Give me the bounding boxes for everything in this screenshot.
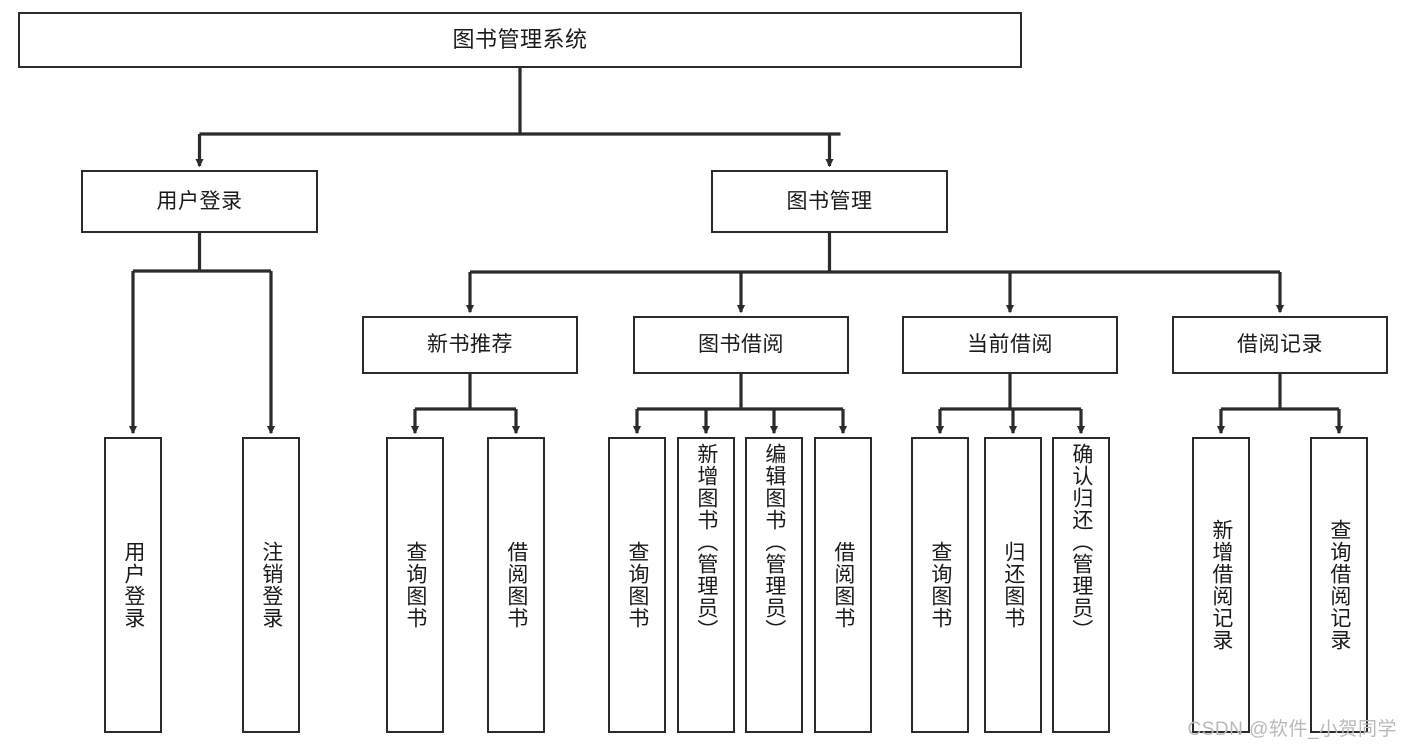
node-leaf-logout-label: 注销登录 <box>259 541 283 629</box>
node-leaf-query-book-cur-label: 查询图书 <box>928 541 952 629</box>
node-leaf-edit-book-admin-label: 编辑图书（管理员） <box>762 443 786 641</box>
node-leaf-return-book[interactable]: 归还图书 <box>984 437 1042 733</box>
node-root[interactable]: 图书管理系统 <box>18 12 1022 68</box>
node-leaf-confirm-return-admin[interactable]: 确认归还（管理员） <box>1052 437 1110 733</box>
node-leaf-borrow-book-rec-label: 借阅图书 <box>504 541 528 629</box>
node-leaf-query-book-rec[interactable]: 查询图书 <box>386 437 444 733</box>
node-book-borrow[interactable]: 图书借阅 <box>633 316 849 374</box>
node-leaf-query-book-borrow[interactable]: 查询图书 <box>608 437 666 733</box>
node-leaf-query-book-borrow-label: 查询图书 <box>625 541 649 629</box>
node-leaf-query-borrow-record[interactable]: 查询借阅记录 <box>1310 437 1368 733</box>
node-user-login[interactable]: 用户登录 <box>81 170 318 233</box>
node-current-borrow-label: 当前借阅 <box>967 333 1053 357</box>
node-borrow-record[interactable]: 借阅记录 <box>1172 316 1388 374</box>
node-leaf-borrow-book-rec[interactable]: 借阅图书 <box>487 437 545 733</box>
node-leaf-query-book-cur[interactable]: 查询图书 <box>911 437 969 733</box>
node-leaf-logout[interactable]: 注销登录 <box>242 437 300 733</box>
node-book-manage[interactable]: 图书管理 <box>711 170 948 233</box>
node-new-book-recommend-label: 新书推荐 <box>427 333 513 357</box>
node-leaf-edit-book-admin[interactable]: 编辑图书（管理员） <box>745 437 803 733</box>
node-book-manage-label: 图书管理 <box>786 189 873 213</box>
node-leaf-add-borrow-record[interactable]: 新增借阅记录 <box>1192 437 1250 733</box>
node-leaf-add-book-admin[interactable]: 新增图书（管理员） <box>677 437 735 733</box>
node-leaf-return-book-label: 归还图书 <box>1001 541 1025 629</box>
node-leaf-confirm-return-admin-label: 确认归还（管理员） <box>1069 443 1093 641</box>
node-user-login-label: 用户登录 <box>156 189 243 213</box>
node-book-borrow-label: 图书借阅 <box>698 333 784 357</box>
node-root-label: 图书管理系统 <box>452 26 588 52</box>
node-leaf-add-borrow-record-label: 新增借阅记录 <box>1209 519 1233 651</box>
node-leaf-borrow-book[interactable]: 借阅图书 <box>814 437 872 733</box>
node-leaf-query-borrow-record-label: 查询借阅记录 <box>1327 519 1351 651</box>
node-borrow-record-label: 借阅记录 <box>1237 333 1323 357</box>
node-new-book-recommend[interactable]: 新书推荐 <box>362 316 578 374</box>
node-current-borrow[interactable]: 当前借阅 <box>902 316 1118 374</box>
node-leaf-query-book-rec-label: 查询图书 <box>403 541 427 629</box>
node-leaf-add-book-admin-label: 新增图书（管理员） <box>694 443 718 641</box>
node-leaf-borrow-book-label: 借阅图书 <box>831 541 855 629</box>
node-leaf-user-login-label: 用户登录 <box>121 541 145 629</box>
node-leaf-user-login[interactable]: 用户登录 <box>104 437 162 733</box>
